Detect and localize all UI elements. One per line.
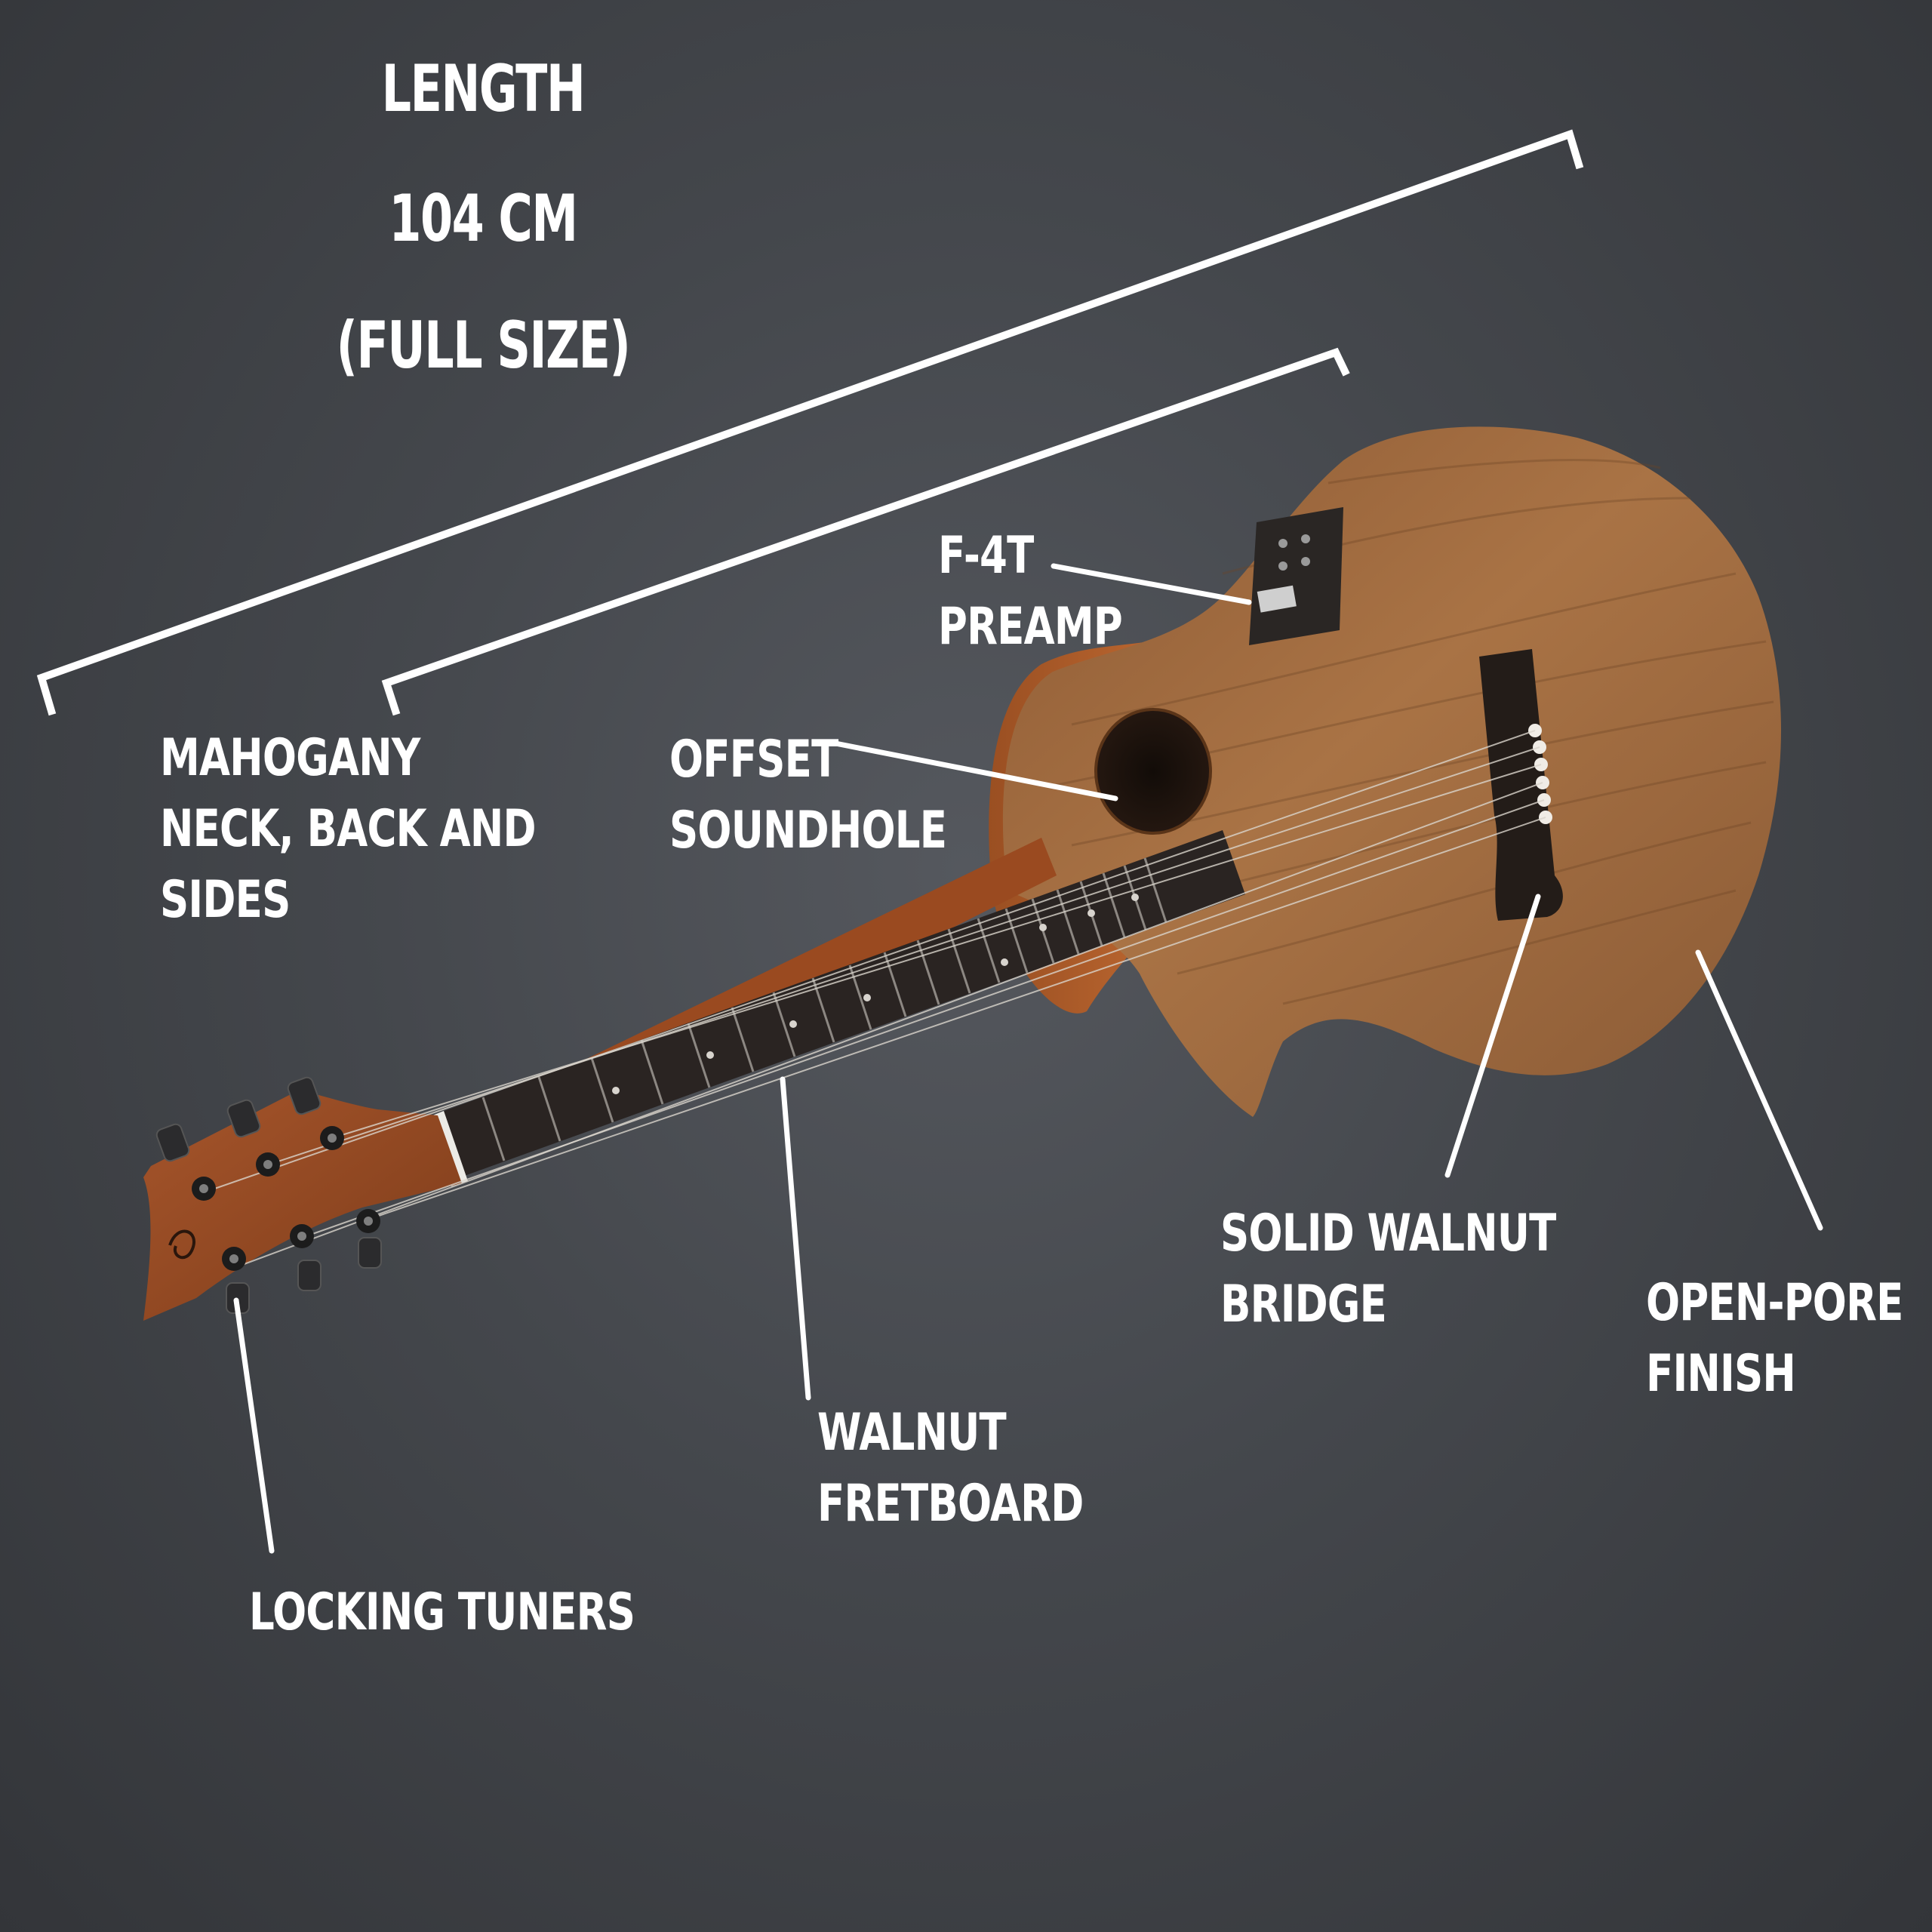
soundhole: [1094, 708, 1212, 835]
length-bracket-full: [36, 129, 1584, 716]
length-value: 104 CM: [389, 181, 578, 257]
soundhole-label: OFFSET SOUNDHOLE: [669, 730, 947, 860]
guitar-top: [1002, 426, 1781, 1117]
bridge-label: SOLID WALNUT BRIDGE: [1220, 1204, 1556, 1334]
tuner-pegs: [155, 1076, 382, 1314]
tuners-label: LOCKING TUNERS: [249, 1583, 635, 1642]
preamp-leader: [1051, 563, 1252, 605]
length-bracket-body: [381, 347, 1350, 716]
strings: [203, 730, 1546, 1269]
length-note: (FULL SIZE): [336, 308, 631, 383]
preamp: [1249, 507, 1343, 645]
callout-lines: [233, 563, 1823, 1554]
fretboard: [438, 830, 1245, 1177]
soundhole-leader: [832, 740, 1118, 801]
fret-markers: [612, 894, 1139, 1094]
preamp-label: F-4T PREAMP: [938, 526, 1123, 657]
fretboard-label: WALNUT FRETBOARD: [817, 1403, 1084, 1534]
fretboard-leader: [780, 1076, 811, 1401]
bridge-leader: [1444, 894, 1541, 1178]
dimension-brackets: [36, 129, 1584, 716]
finish-leader: [1695, 949, 1823, 1231]
length-title: LENGTH: [381, 51, 586, 127]
finish-label: OPEN-PORE FINISH: [1646, 1273, 1903, 1404]
guitar: [143, 426, 1781, 1321]
bridge: [1479, 649, 1563, 921]
wood-label: MAHOGANY NECK, BACK AND SIDES: [160, 728, 537, 930]
headstock-logo: [168, 1229, 195, 1260]
tuners-leader: [233, 1297, 275, 1554]
